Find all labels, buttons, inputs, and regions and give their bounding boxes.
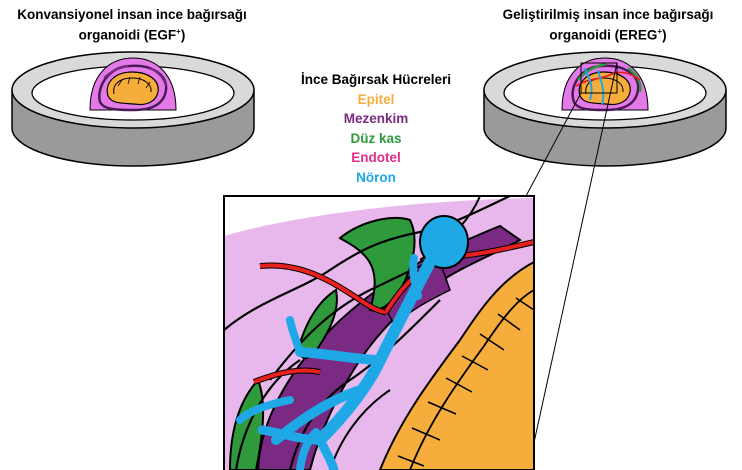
zoomed-inset — [224, 196, 534, 470]
